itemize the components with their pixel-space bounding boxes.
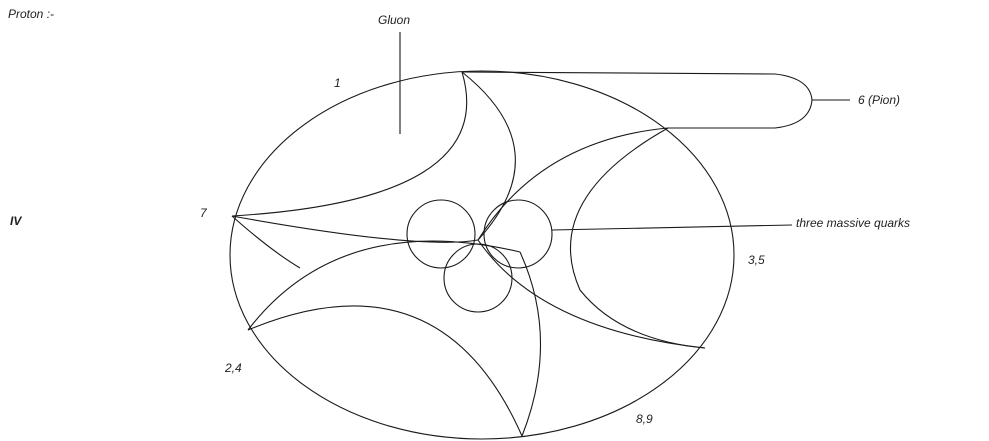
crescent-right-inner <box>569 127 706 349</box>
region-1-label: 1 <box>334 76 341 90</box>
crescent-top-left-outer <box>231 71 468 217</box>
crescent-right-lower <box>477 239 706 349</box>
quarks-pointer-line <box>551 224 793 231</box>
crescent-bottom-left-outer <box>247 240 521 331</box>
pion-label: 6 (Pion) <box>858 93 901 107</box>
region-3-5-label: 3,5 <box>748 253 765 267</box>
pion-bracket <box>461 71 813 129</box>
quark-left <box>406 199 476 269</box>
quark-right <box>483 199 553 269</box>
arc-left-small <box>231 215 301 269</box>
crescent-bottom-right-arc <box>519 251 542 437</box>
gluon-label: Gluon <box>378 13 411 27</box>
region-2-4-label: 2,4 <box>225 361 242 375</box>
crescent-right-outer <box>477 127 669 241</box>
quark-bottom <box>443 243 513 313</box>
region-8-9-label: 8,9 <box>636 412 653 426</box>
quarks-label: three massive quarks <box>796 216 911 230</box>
region-7-label: 7 <box>200 206 207 220</box>
section-label: IV <box>10 214 22 228</box>
crescent-bottom-inner <box>247 305 523 437</box>
page-title: Proton :- <box>8 7 55 21</box>
crescent-top-inner <box>461 71 516 241</box>
crescent-left-arc <box>231 215 479 243</box>
proton-outline-ellipse <box>229 70 735 440</box>
